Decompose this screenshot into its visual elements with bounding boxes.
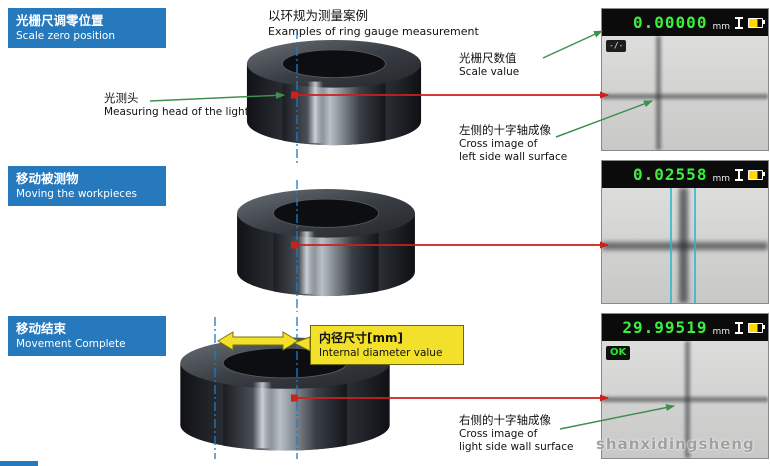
cross-horizontal-line	[602, 94, 768, 99]
battery-icon	[748, 17, 765, 28]
diagram-title: 以环规为测量案例 Examples of ring gauge measurem…	[268, 8, 479, 39]
camera-image-right-wall: OK	[602, 341, 768, 458]
scale-value-digits: 29.99519	[622, 318, 708, 337]
display-readout-bar: 0.00000 mm	[602, 9, 768, 36]
step-en: Moving the workpieces	[16, 188, 137, 200]
step-label-moving-workpiece: 移动被测物 Moving the workpieces	[8, 166, 166, 206]
label-en: Measuring head of the light	[104, 106, 249, 118]
display-readout-bar: 0.02558 mm	[602, 161, 768, 188]
cyan-guide-line	[694, 188, 696, 303]
label-cross-image-right: 右侧的十字轴成像 Cross image of light side wall …	[459, 413, 573, 454]
internal-diameter-callout: 内径尺寸[mm] Internal diameter value	[310, 325, 464, 365]
battery-icon	[748, 322, 765, 333]
label-scale-value: 光栅尺数值 Scale value	[459, 51, 519, 79]
watermark-text: shanxidingsheng	[596, 435, 755, 453]
i-beam-icon	[735, 168, 743, 181]
step-en: Movement Complete	[16, 338, 126, 350]
camera-image-left-wall: -/-	[602, 36, 768, 150]
battery-icon	[748, 169, 765, 180]
label-en: Cross image of	[459, 138, 538, 150]
unit-label: mm	[712, 327, 730, 337]
cross-horizontal-line	[602, 242, 768, 250]
display-complete: 29.99519 mm OK	[601, 313, 769, 459]
display-scale-zero: 0.00000 mm -/-	[601, 8, 769, 151]
unit-label: mm	[712, 22, 730, 32]
step-label-scale-zero: 光栅尺调零位置 Scale zero position	[8, 8, 166, 48]
callout-zh: 内径尺寸[mm]	[319, 331, 403, 345]
scale-value-digits: 0.00000	[633, 13, 708, 32]
step-zh: 移动被测物	[16, 171, 79, 186]
scale-value-digits: 0.02558	[633, 165, 708, 184]
ring-gauge-step2	[236, 188, 416, 297]
unit-label: mm	[712, 174, 730, 184]
label-zh: 光测头	[104, 91, 139, 105]
step-zh: 光栅尺调零位置	[16, 13, 104, 28]
label-zh: 光栅尺数值	[459, 51, 517, 65]
label-en: Cross image of	[459, 428, 538, 440]
ok-status-badge: OK	[606, 346, 631, 360]
title-en: Examples of ring gauge measurement	[268, 25, 479, 38]
next-section-strip	[0, 461, 38, 466]
title-zh: 以环规为测量案例	[268, 8, 369, 23]
cross-horizontal-line	[602, 397, 768, 402]
ring-gauge-step1	[246, 39, 422, 146]
display-moving: 0.02558 mm	[601, 160, 769, 304]
cyan-guide-line	[670, 188, 672, 303]
label-zh: 左侧的十字轴成像	[459, 123, 551, 137]
label-cross-image-left: 左侧的十字轴成像 Cross image of left side wall s…	[459, 123, 567, 164]
green-arrow-scale-value	[542, 30, 603, 59]
label-en: light side wall surface	[459, 441, 574, 453]
callout-en: Internal diameter value	[319, 347, 443, 359]
label-zh: 右侧的十字轴成像	[459, 413, 551, 427]
step-label-movement-complete: 移动结束 Movement Complete	[8, 316, 166, 356]
mode-flag-badge: -/-	[606, 40, 627, 52]
step-en: Scale zero position	[16, 30, 115, 42]
i-beam-icon	[735, 321, 743, 334]
camera-image-moving	[602, 188, 768, 303]
display-readout-bar: 29.99519 mm	[602, 314, 768, 341]
i-beam-icon	[735, 16, 743, 29]
label-en: left side wall surface	[459, 151, 568, 163]
label-measuring-head: 光测头 Measuring head of the light	[104, 91, 249, 119]
step-zh: 移动结束	[16, 321, 67, 336]
cross-vertical-line	[656, 36, 661, 150]
label-en: Scale value	[459, 66, 520, 78]
